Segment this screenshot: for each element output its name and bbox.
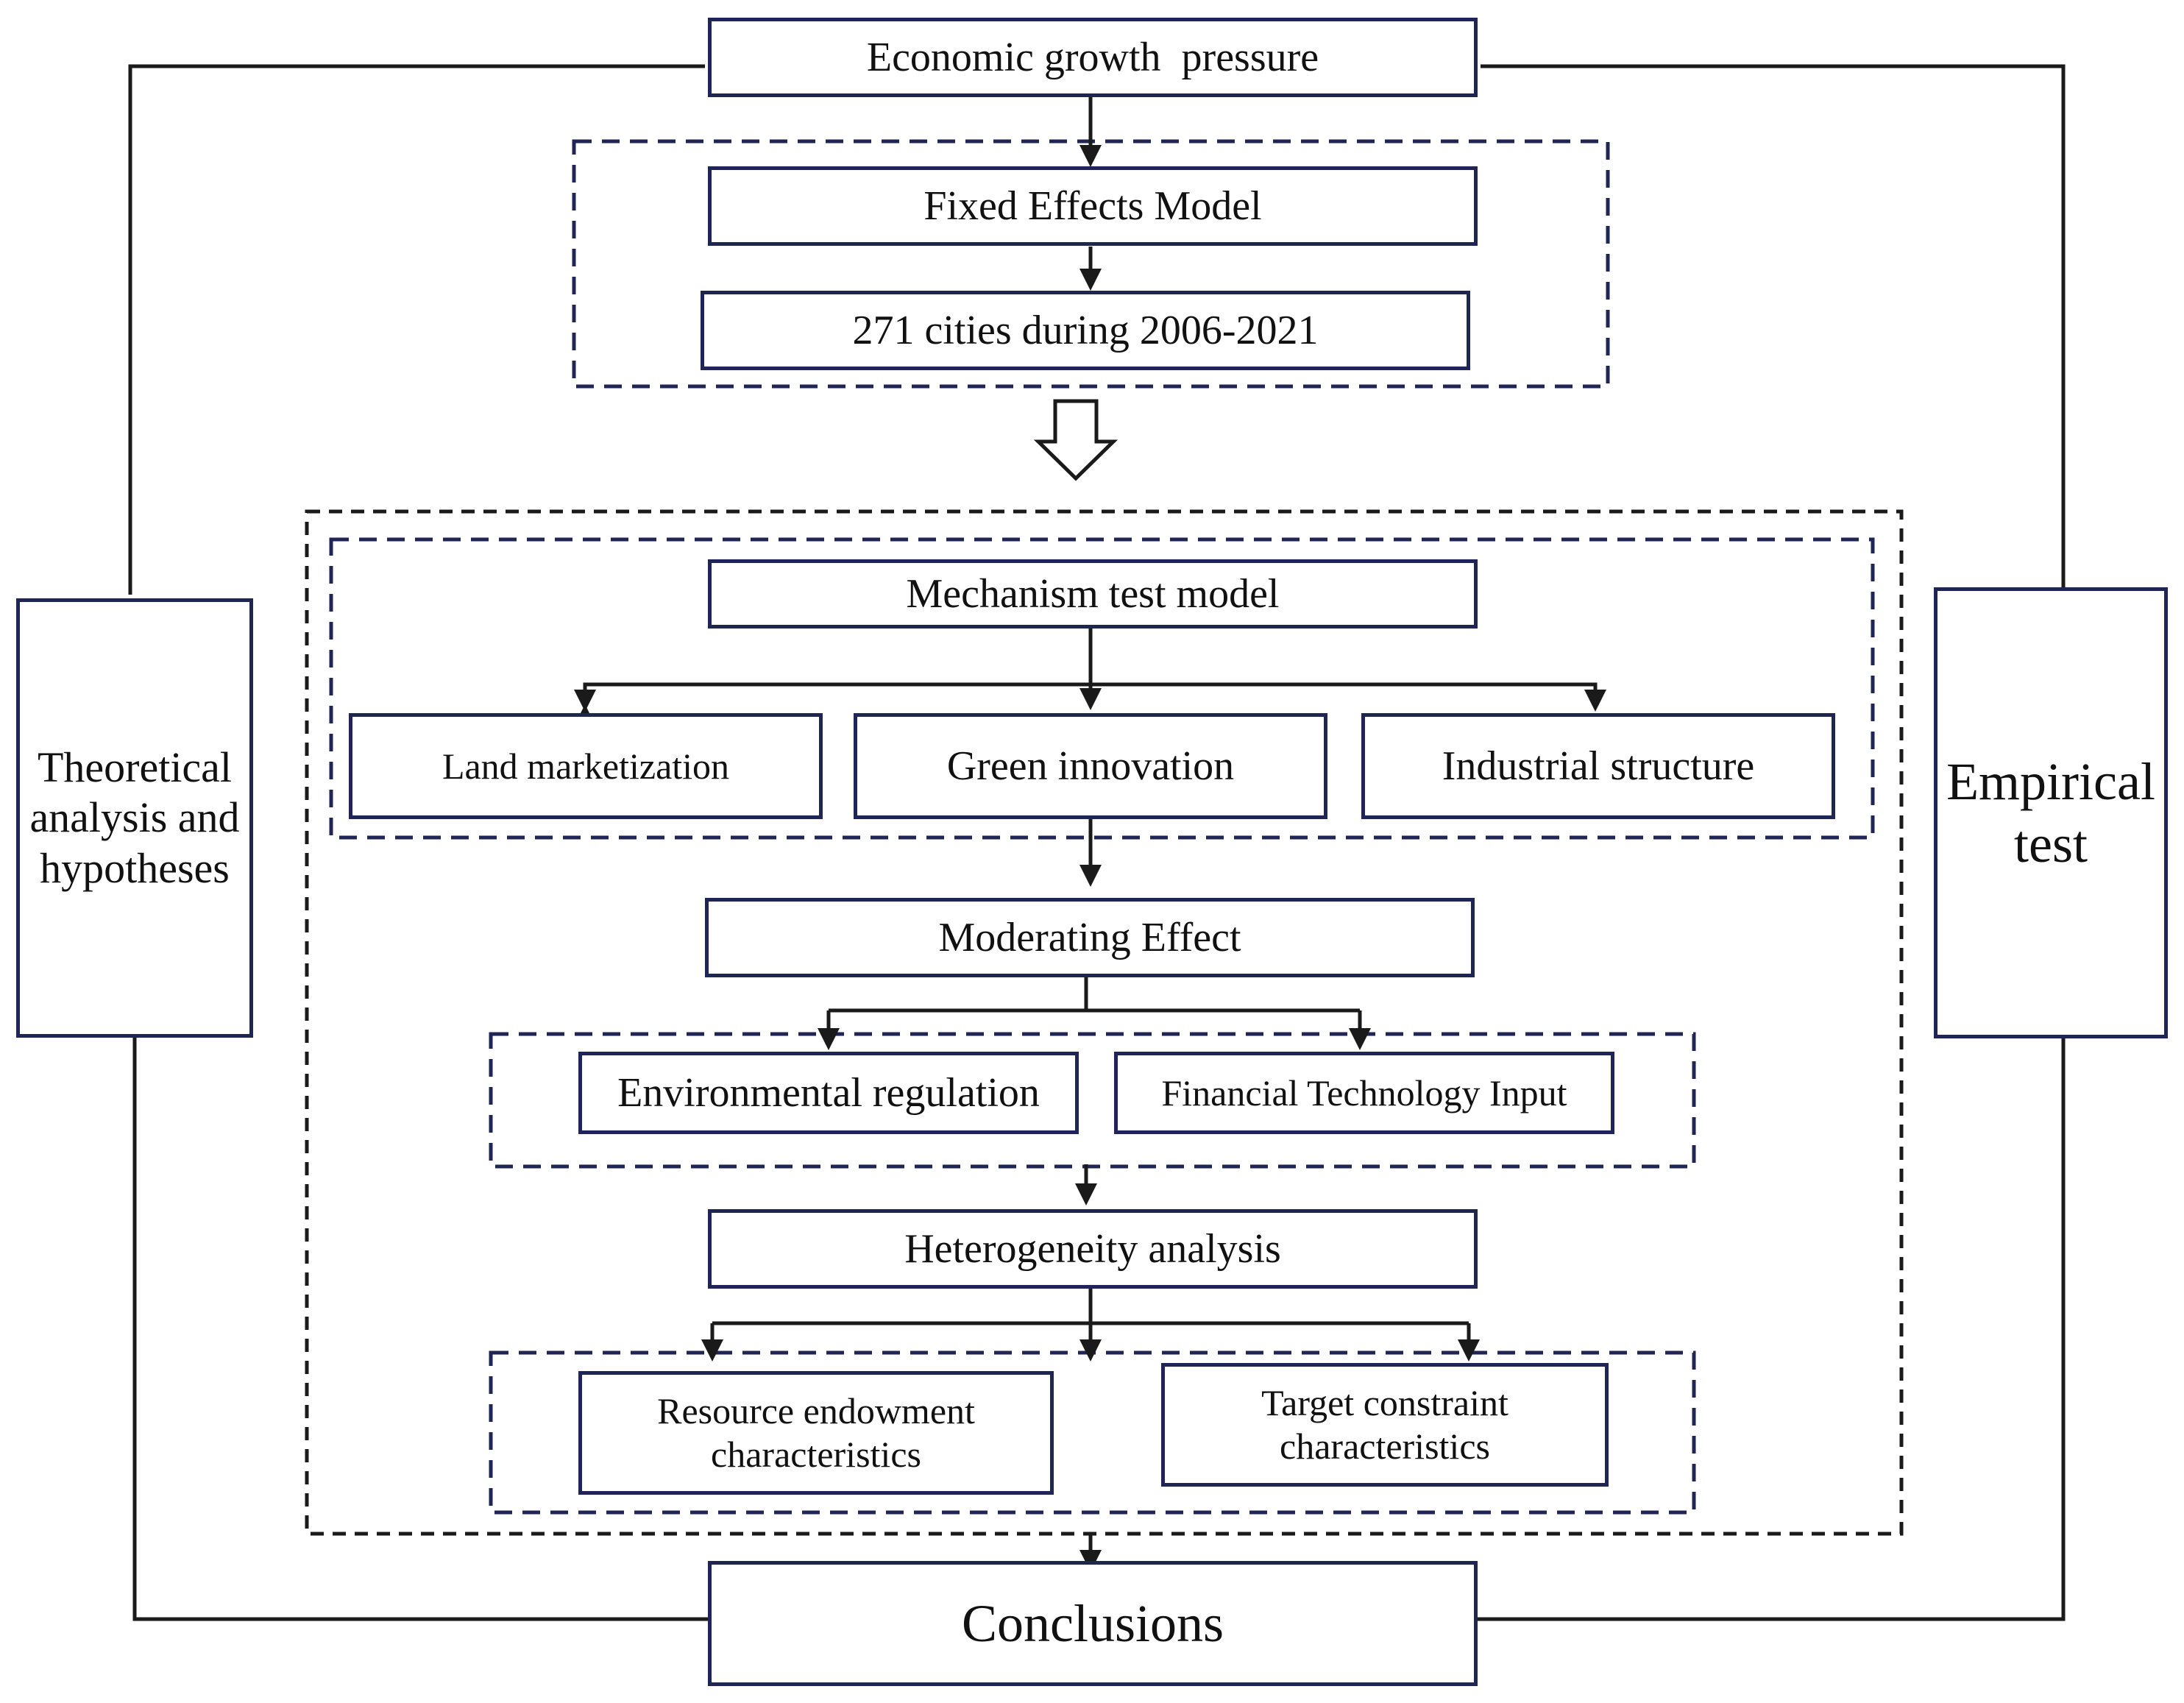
industrial-structure-box: Industrial structure <box>1361 713 1835 819</box>
conclusions-box: Conclusions <box>708 1561 1478 1686</box>
mechanism-branch <box>574 682 1606 726</box>
environmental-regulation-box: Environmental regulation <box>578 1052 1079 1134</box>
target-constraint-box: Target constraint characteristics <box>1161 1363 1609 1487</box>
theoretical-analysis-box: Theoretical analysis and hypotheses <box>16 598 253 1038</box>
fixed-effects-model-box: Fixed Effects Model <box>708 166 1478 246</box>
resource-endowment-box: Resource endowment characteristics <box>578 1371 1054 1495</box>
green-innovation-box: Green innovation <box>854 713 1327 819</box>
cities-sample-box: 271 cities during 2006-2021 <box>701 291 1470 370</box>
mechanism-test-model-box: Mechanism test model <box>708 559 1478 629</box>
moderating-effect-box: Moderating Effect <box>705 898 1475 977</box>
moderating-dashed-group <box>489 1032 1696 1169</box>
financial-technology-input-box: Financial Technology Input <box>1114 1052 1614 1134</box>
outer-loop-lines <box>128 64 2066 1621</box>
heterogeneity-branch <box>701 1321 1480 1362</box>
hollow-down-arrow <box>1033 399 1118 481</box>
land-marketization-box: Land marketization <box>349 713 823 819</box>
economic-growth-pressure-box: Economic growth pressure <box>708 18 1478 97</box>
analysis-outer-dashed-group <box>305 509 1904 1536</box>
mechanism-dashed-group <box>329 537 1875 840</box>
flow-arrows <box>1075 96 1102 1572</box>
moderating-branch <box>818 975 1371 1050</box>
heterogeneity-analysis-box: Heterogeneity analysis <box>708 1209 1478 1289</box>
empirical-test-box: Empirical test <box>1934 587 2168 1038</box>
